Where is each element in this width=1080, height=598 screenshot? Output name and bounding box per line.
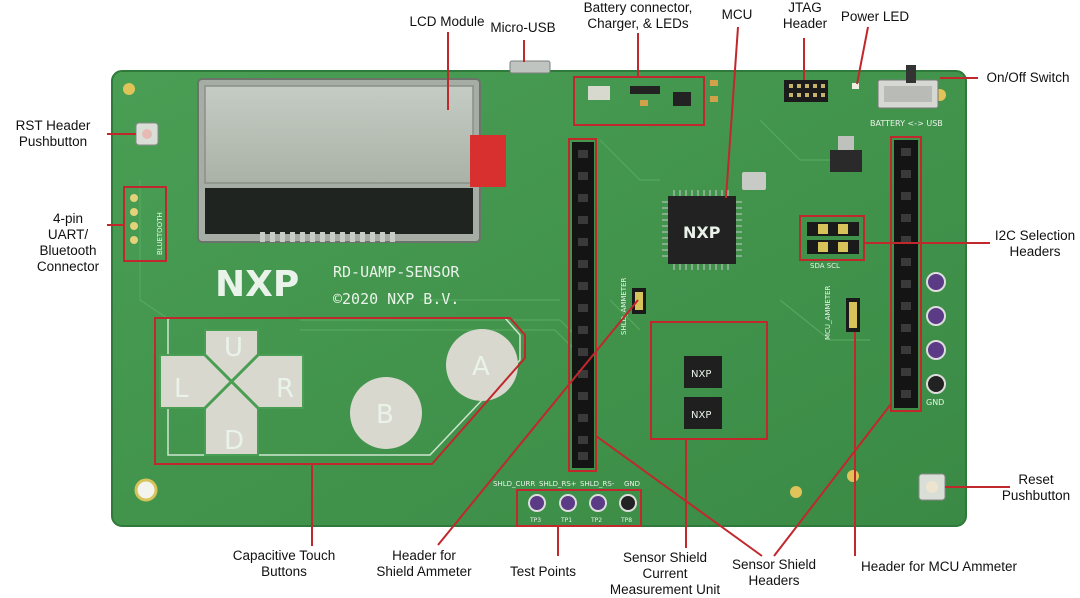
reset-button-cap[interactable] [926,481,938,493]
callout-lcd-module: LCD Module [409,14,485,29]
regulator [830,150,862,172]
dpad-down[interactable]: D [224,426,244,456]
i2c-header [807,222,859,236]
callout-boxes [123,76,922,527]
tp-id-3: TP8 [620,517,632,524]
mount-hole [134,478,158,502]
callout-micro-usb: Micro-USB [490,20,556,35]
current-unit-chip [684,356,722,388]
mcu-logo: NXP [683,223,721,242]
uart-pins [130,194,138,244]
board-copyright: ©2020 NXP B.V. [333,290,459,308]
board-name: RD-UAMP-SENSOR [333,263,460,281]
tp-id-0: TP3 [529,517,541,524]
dpad-left[interactable]: L [174,374,189,404]
button-a-label: A [472,352,490,382]
jtag-header [784,80,828,102]
i2c-jumpers [818,224,848,252]
box-shield-left [568,138,597,472]
tp-silk-1: SHLD_RS+ [539,480,577,488]
box-shield-right [890,136,922,412]
board-logo: NXP [215,264,299,305]
onoff-switch-window [884,86,932,102]
tp-silk-3: GND [624,480,640,488]
current-chip-logo: NXP [691,369,711,380]
battery-silk: BATTERY <-> USB [870,119,943,128]
mount-hole [790,486,802,498]
lcd-screen [204,85,474,184]
button-a[interactable] [446,329,518,401]
dpad [159,329,304,456]
shld-silk: SHLD_AMMETER [620,278,628,335]
button-b-label: B [376,400,394,430]
tp-silk-2: SHLD_RS- [580,480,615,488]
callout-mcu-ammeter: Header for MCU Ammeter [860,559,1018,574]
mcu-chip [668,196,736,264]
bottom-testpoints [528,494,637,512]
shield-header-right [894,140,918,408]
callout-onoff-switch: On/Off Switch [986,70,1070,85]
shield-header-left-pins [578,150,588,460]
mcu-ammeter-jumper [849,302,857,328]
shield-header-right-pins [901,148,911,398]
mount-hole [847,470,859,482]
lcd-pins [260,232,395,242]
bt-silk: BLUETOOTH [156,212,164,255]
callout-mcu: MCU [721,7,753,22]
current-unit-chip [684,397,722,429]
rst-button-cap[interactable] [142,129,152,139]
callout-power-led: Power LED [840,9,910,24]
mount-hole [123,83,135,95]
tp-id-1: TP1 [560,517,572,524]
crystal [742,172,766,190]
tp-silk-0: SHLD_CURR [493,480,535,488]
box-testpoints [516,489,642,527]
gnd-silk: GND [926,398,944,407]
mcu-pins [662,190,742,270]
mcu-silk: MCU_AMMETER [824,285,832,340]
jtag-pins [789,84,825,97]
shield-ammeter-jumper [635,292,643,310]
regulator-tab [838,136,854,150]
box-i2c [799,215,865,261]
callout-battery: Battery connector,Charger, & LEDs [583,0,693,31]
button-b[interactable] [350,377,422,449]
onoff-switch-slider[interactable] [906,65,916,83]
callout-test-points: Test Points [509,564,577,579]
callout-lines [107,26,1010,557]
side-testpoints [926,272,946,394]
tp-id-2: TP2 [590,517,602,524]
micro-usb-port [509,60,551,74]
i2c-header [807,240,859,254]
box-touch [154,317,526,465]
lcd-flex-tab [470,135,506,187]
dpad-right[interactable]: R [276,374,294,404]
box-current-unit [650,321,768,440]
dpad-up[interactable]: U [224,333,243,363]
power-led [852,83,859,89]
i2c-silk: SDA SCL [810,262,840,270]
lcd-flex [205,188,473,234]
current-chip-logo: NXP [691,410,711,421]
battery-components [588,80,718,106]
